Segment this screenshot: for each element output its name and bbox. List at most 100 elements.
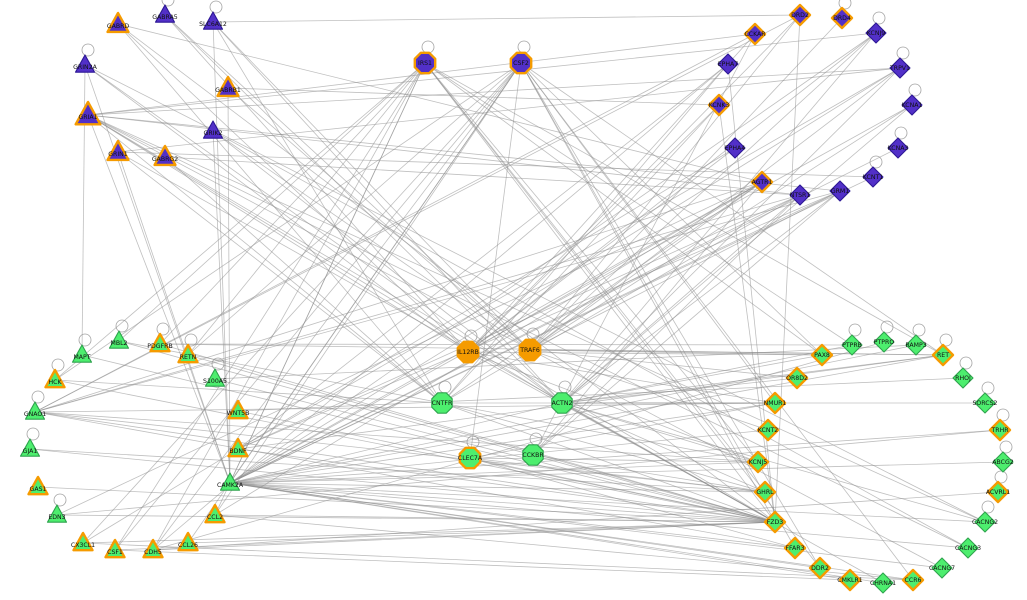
diamond-node-shape	[952, 367, 974, 389]
node-S100A5[interactable]: S100A5	[203, 368, 227, 387]
node-ACVRL1[interactable]: ACVRL1	[986, 480, 1010, 504]
edge	[469, 457, 776, 523]
node-IRS1[interactable]: IRS1	[413, 51, 437, 75]
node-GRIN1[interactable]: GRIN1	[106, 139, 130, 162]
node-MAPT[interactable]: MAPT	[71, 344, 93, 363]
node-CACNG2[interactable]: CACNG2	[972, 511, 998, 533]
node-KCNT2[interactable]: KCNT2	[756, 418, 780, 442]
edge	[529, 181, 763, 351]
edge	[117, 151, 231, 484]
diamond-node-shape	[756, 418, 780, 442]
node-GRM1[interactable]: GRM1	[829, 180, 851, 202]
node-KCNT1[interactable]: KCNT1	[862, 166, 884, 188]
diamond-node-shape	[901, 568, 925, 592]
node-CACNG3[interactable]: CACNG3	[955, 537, 981, 559]
node-GAS1[interactable]: GAS1	[27, 475, 49, 496]
edge	[529, 104, 913, 351]
node-EPHA4[interactable]: EPHA4	[724, 137, 746, 159]
node-FZD3[interactable]: FZD3	[763, 510, 787, 534]
node-CCKAR[interactable]: CCKAR	[743, 22, 766, 46]
triangle-node-shape	[108, 330, 130, 349]
edge	[469, 457, 766, 493]
triangle-node-shape	[177, 531, 199, 552]
edge	[34, 411, 796, 549]
edge	[87, 114, 231, 484]
edge	[237, 67, 901, 450]
node-SORCS2[interactable]: SORCS2	[973, 392, 998, 414]
node-PTPRO[interactable]: PTPRO	[873, 331, 895, 353]
node-KCNA1[interactable]: KCNA1	[901, 94, 923, 116]
node-CCKBR[interactable]: CCKBR	[522, 444, 544, 466]
self-loop	[896, 46, 910, 60]
triangle-node-shape	[72, 531, 94, 552]
node-RAMP3[interactable]: RAMP3	[905, 334, 927, 356]
edge	[81, 354, 776, 523]
node-CNTFR[interactable]: CNTFR	[431, 392, 453, 414]
self-loop	[880, 320, 894, 334]
node-TRHR[interactable]: TRHR	[988, 418, 1012, 442]
node-TRPV1[interactable]: TRPV1	[889, 57, 911, 79]
node-GNAO1[interactable]: GNAO1	[24, 401, 46, 420]
node-GJA1[interactable]: GJA1	[19, 438, 41, 457]
diamond-node-shape	[783, 536, 807, 560]
node-CACNG7[interactable]: CACNG7	[929, 557, 955, 579]
triangle-node-shape	[204, 503, 226, 524]
node-SLC6A12[interactable]: SLC6A12	[199, 11, 227, 30]
node-ABCG2[interactable]: ABCG2	[992, 451, 1014, 473]
edge	[229, 67, 901, 484]
node-HCK[interactable]: HCK	[44, 368, 66, 389]
node-KCNA3[interactable]: KCNA3	[887, 137, 909, 159]
triangle-node-shape	[227, 437, 249, 458]
edge	[229, 482, 851, 581]
node-DDR2[interactable]: DDR2	[808, 556, 832, 580]
node-RETN[interactable]: RETN	[177, 343, 199, 364]
edge	[118, 62, 426, 342]
node-AGTR1[interactable]: AGTR1	[750, 170, 774, 194]
edge	[229, 104, 913, 484]
edge	[54, 62, 426, 381]
node-PTPRB[interactable]: PTPRB	[841, 334, 863, 356]
node-GABRB1[interactable]: GABRB1	[215, 75, 241, 98]
node-MBL2[interactable]: MBL2	[108, 330, 130, 349]
node-GABRA5[interactable]: GABRA5	[152, 4, 178, 23]
edge	[467, 33, 756, 353]
edge	[82, 521, 776, 544]
node-CSF2[interactable]: CSF2	[509, 51, 533, 75]
edge	[214, 344, 917, 380]
edge	[520, 62, 914, 581]
node-GRIA1[interactable]: GRIA1	[74, 100, 102, 126]
node-RHOJ[interactable]: RHOJ	[952, 367, 974, 389]
node-GABRD[interactable]: GABRD	[106, 11, 130, 34]
triangle-node-shape	[46, 504, 68, 523]
edge	[469, 402, 776, 459]
self-loop	[939, 333, 953, 347]
edge	[532, 181, 763, 456]
edge	[424, 62, 853, 346]
edge	[229, 482, 943, 569]
edge	[718, 104, 776, 523]
node-TRAF6[interactable]: TRAF6	[518, 338, 542, 362]
node-EDN3[interactable]: EDN3	[46, 504, 68, 523]
edge	[229, 429, 769, 484]
node-ACTN2[interactable]: ACTN2	[551, 392, 573, 414]
edge	[529, 32, 877, 351]
edge	[467, 104, 720, 353]
edge	[87, 33, 756, 116]
node-CCL26[interactable]: CCL26	[177, 531, 199, 552]
self-loop-layer	[26, 0, 1013, 514]
node-KCNJ9[interactable]: KCNJ9	[865, 22, 887, 44]
triangle-node-shape	[74, 100, 102, 126]
edge	[114, 549, 851, 581]
node-NMUR1[interactable]: NMUR1	[764, 391, 787, 415]
self-loop	[31, 390, 45, 404]
triangle-node-shape	[27, 475, 49, 496]
node-CX3CL1[interactable]: CX3CL1	[71, 531, 95, 552]
node-IL12RB[interactable]: IL12RB	[456, 340, 480, 364]
node-CCR6[interactable]: CCR6	[901, 568, 925, 592]
triangle-node-shape	[202, 11, 224, 30]
edge	[469, 457, 759, 463]
node-RET[interactable]: RET	[931, 343, 955, 367]
edge-layer	[29, 14, 1004, 584]
diamond-node-shape	[974, 511, 996, 533]
node-FFAR3[interactable]: FFAR3	[783, 536, 807, 560]
